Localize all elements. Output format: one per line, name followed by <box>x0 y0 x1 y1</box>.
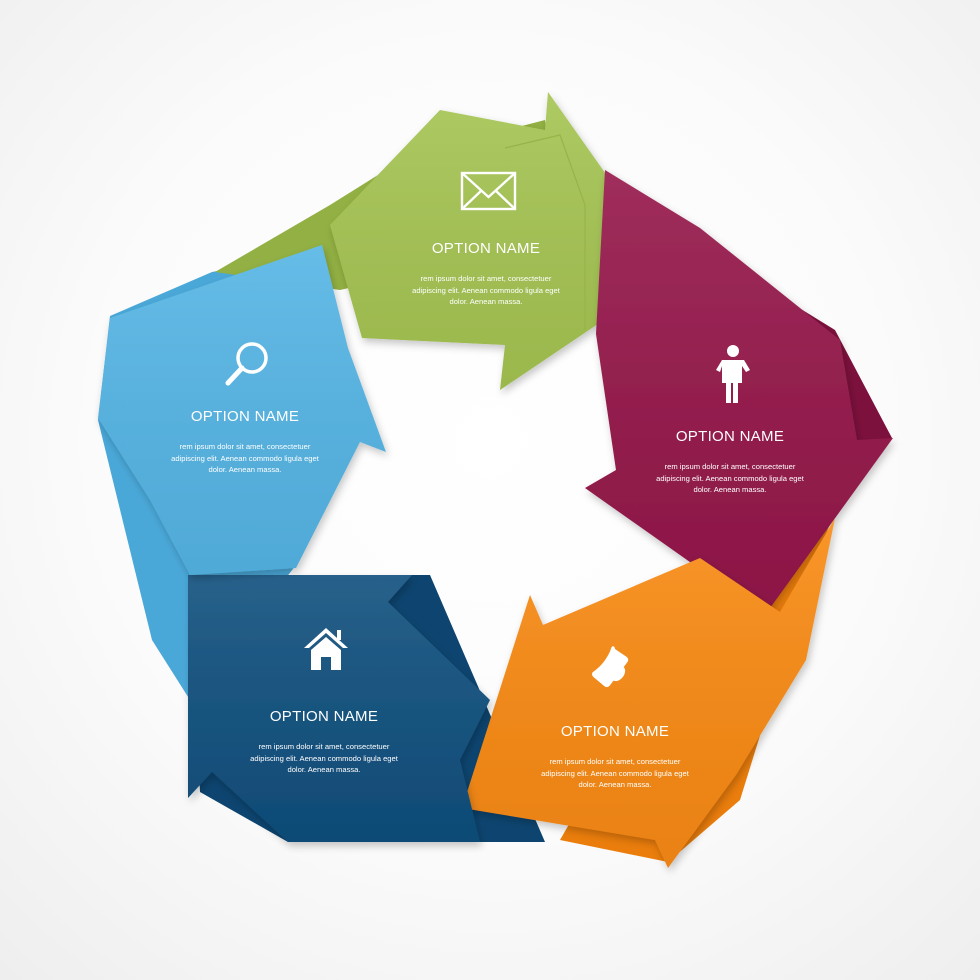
phone-icon <box>592 646 629 688</box>
envelope-icon <box>460 171 517 211</box>
search-icon <box>225 342 268 386</box>
person-icon <box>716 345 750 403</box>
arrow-panel-orange[interactable] <box>462 518 835 868</box>
arrow-panel-maroon[interactable] <box>585 170 893 615</box>
home-icon <box>304 628 348 670</box>
arrow-panel-blue[interactable] <box>98 245 386 575</box>
arrow-panel-green[interactable] <box>330 92 675 390</box>
arrow-panel-navy[interactable] <box>188 575 490 842</box>
